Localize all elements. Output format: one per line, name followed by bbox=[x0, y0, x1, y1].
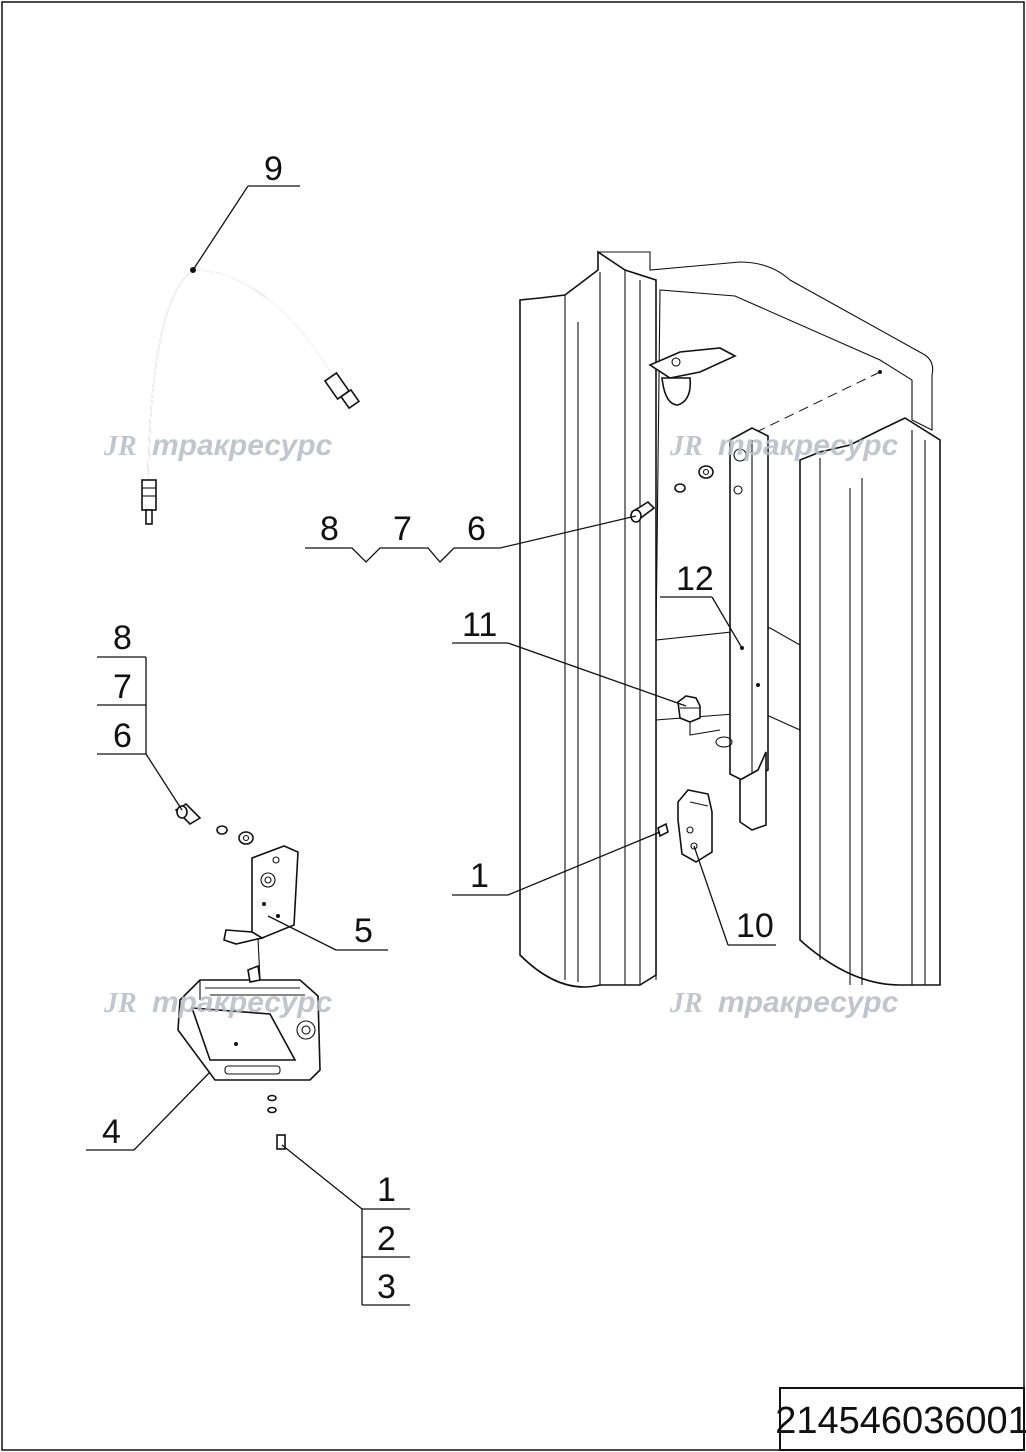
svg-text:JR: JR bbox=[103, 988, 137, 1019]
module-10-part bbox=[657, 789, 713, 863]
bracket-12-part bbox=[729, 427, 769, 831]
fasteners-lower bbox=[174, 802, 254, 845]
sensor-11-part bbox=[677, 695, 733, 748]
callout-label-6-upper: 6 bbox=[467, 510, 486, 548]
callout-group-screw: 1 2 3 bbox=[281, 1144, 410, 1306]
callout-12: 12 bbox=[660, 560, 743, 649]
callout-label-10: 10 bbox=[736, 907, 774, 945]
camera-4-part bbox=[177, 964, 321, 1150]
callout-label-7-upper: 7 bbox=[393, 510, 412, 548]
cable-part bbox=[141, 267, 361, 525]
callout-label-12: 12 bbox=[676, 560, 714, 598]
document-number: 214546036001 bbox=[775, 1400, 1026, 1442]
watermark-top-right: JR тракресурс bbox=[669, 429, 899, 462]
callout-label-5: 5 bbox=[354, 912, 373, 950]
callout-label-8-lower: 8 bbox=[113, 619, 132, 657]
callout-4: 4 bbox=[86, 1071, 211, 1151]
callout-group-lower-fasteners: 8 7 6 bbox=[97, 619, 183, 811]
callout-11: 11 bbox=[452, 606, 687, 707]
callout-label-4: 4 bbox=[102, 1113, 121, 1151]
pillar-assembly bbox=[519, 250, 941, 988]
callout-10: 10 bbox=[693, 845, 776, 946]
callout-label-9: 9 bbox=[264, 150, 283, 188]
svg-text:тракресурс: тракресурс bbox=[718, 986, 899, 1019]
bracket-5-part bbox=[223, 845, 299, 981]
fasteners-upper bbox=[630, 465, 714, 523]
callout-1-upper: 1 bbox=[452, 831, 661, 896]
callout-label-1-lower: 1 bbox=[377, 1171, 396, 1209]
callout-label-11: 11 bbox=[462, 606, 497, 644]
svg-text:тракресурс: тракресурс bbox=[718, 429, 899, 462]
watermark-top-left: JR тракресурс bbox=[103, 429, 333, 462]
watermark-bottom-right: JR тракресурс bbox=[669, 986, 899, 1019]
callout-label-7-lower: 7 bbox=[113, 668, 132, 706]
svg-text:JR: JR bbox=[103, 431, 137, 462]
svg-text:JR: JR bbox=[669, 431, 703, 462]
callout-label-3: 3 bbox=[377, 1268, 396, 1306]
callout-label-6-lower: 6 bbox=[113, 717, 132, 755]
svg-text:тракресурс: тракресурс bbox=[152, 986, 333, 1019]
callout-label-8-upper: 8 bbox=[320, 510, 339, 548]
svg-text:тракресурс: тракресурс bbox=[152, 429, 333, 462]
watermark-bottom-left: JR тракресурс bbox=[103, 986, 333, 1019]
callout-5: 5 bbox=[267, 912, 388, 951]
document-number-box: 214546036001 bbox=[775, 1387, 1026, 1451]
callout-label-2: 2 bbox=[377, 1220, 396, 1258]
svg-text:JR: JR bbox=[669, 988, 703, 1019]
callout-group-upper-fasteners: 8 7 6 bbox=[305, 510, 637, 563]
callout-label-1-upper: 1 bbox=[470, 857, 489, 895]
callout-9: 9 bbox=[192, 150, 300, 271]
